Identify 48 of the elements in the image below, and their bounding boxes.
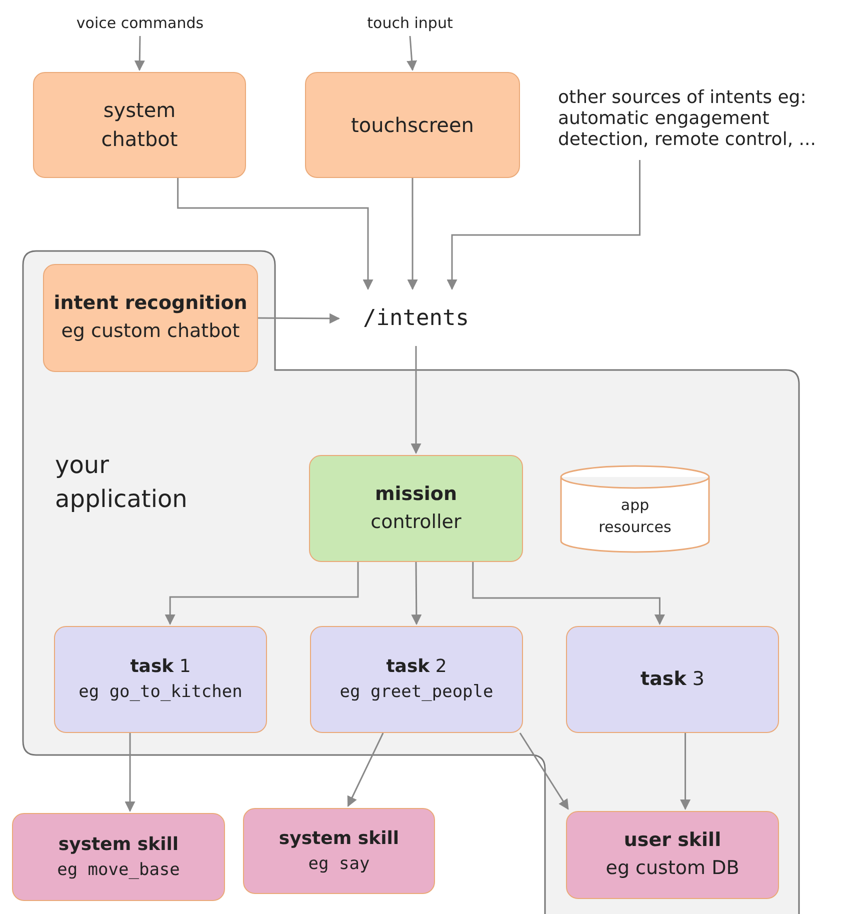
box-example: eg say (308, 852, 370, 876)
process-box (12, 813, 225, 901)
application-region (22, 250, 800, 914)
arrow (164, 562, 359, 626)
source-label: touch input (340, 10, 480, 36)
arrow (406, 36, 418, 72)
box-example: eg go_to_kitchen (78, 681, 242, 704)
box-title: app resources (598, 495, 672, 538)
region-title: your application (55, 450, 188, 515)
box-title: intent recognition (54, 291, 248, 316)
process-box (309, 455, 523, 562)
process-box (243, 808, 435, 894)
arrow (411, 562, 422, 626)
box-title: mission controller (370, 482, 462, 534)
topic-label: /intents (341, 291, 491, 346)
arrow (446, 160, 640, 290)
box-example: eg move_base (57, 858, 180, 882)
arrow (134, 36, 145, 72)
box-example: eg custom DB (606, 856, 740, 881)
source-note: other sources of intents eg: automatic engagement detection, remote control, ... (558, 76, 850, 160)
box-title: user skill (624, 828, 722, 854)
arrow (410, 346, 422, 454)
box-title: task 2 (386, 655, 447, 680)
arrow (347, 732, 384, 807)
arrow (258, 313, 340, 324)
box-title: task 3 (640, 666, 704, 692)
process-box (33, 72, 246, 178)
arrow (472, 562, 665, 626)
arrow (407, 178, 418, 290)
box-example: eg greet_people (340, 681, 494, 704)
box-title: system skill (58, 832, 179, 857)
box-title: touchscreen (351, 112, 474, 138)
process-box (43, 264, 258, 372)
arrow (519, 732, 569, 810)
arrow (680, 733, 691, 810)
arrow (124, 733, 136, 812)
process-box (310, 626, 523, 733)
process-box (566, 626, 779, 733)
box-title: system skill (278, 826, 400, 851)
box-example: eg custom chatbot (61, 319, 240, 344)
source-label: voice commands (50, 10, 230, 36)
storage-cylinder (560, 465, 710, 553)
process-box (305, 72, 520, 178)
arrow (177, 178, 374, 290)
box-title: task 1 (130, 655, 191, 680)
box-title: system chatbot (100, 97, 179, 153)
process-box (54, 626, 267, 733)
process-box (566, 811, 779, 899)
